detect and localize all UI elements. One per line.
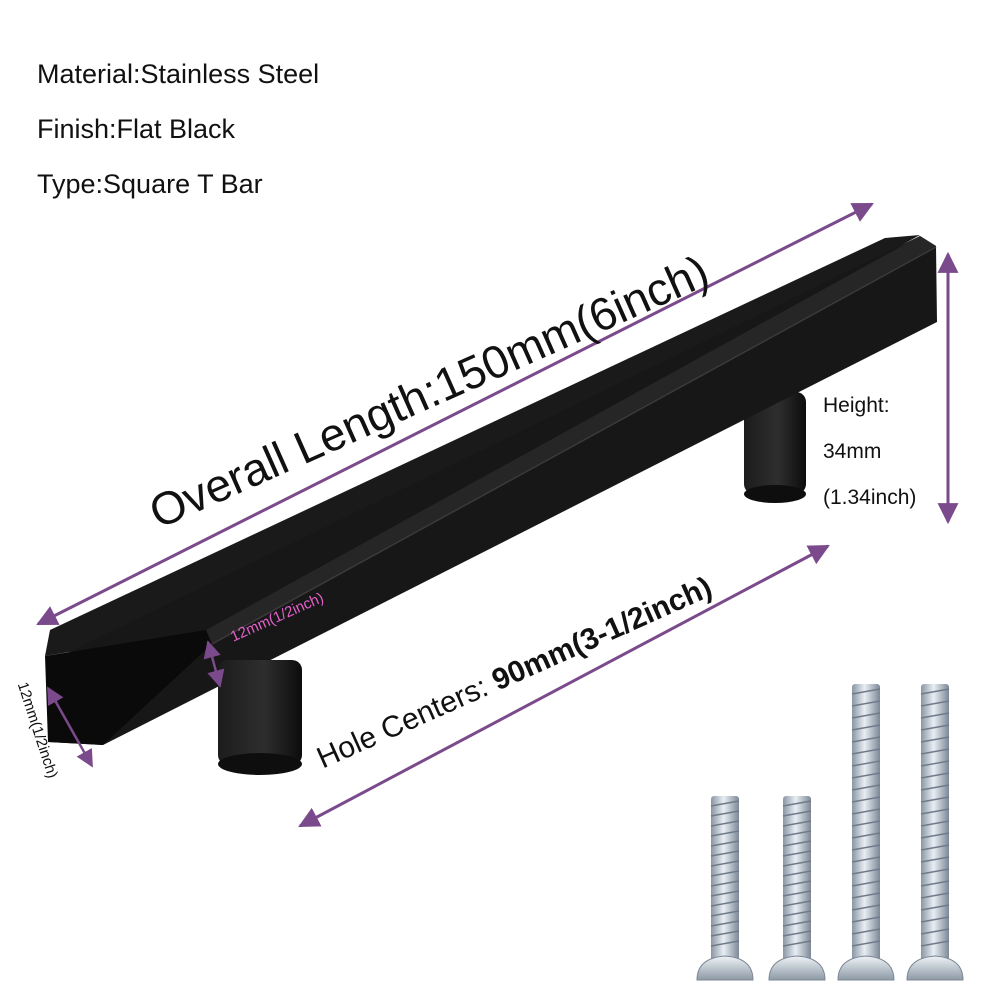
hole-centers-arrow <box>298 544 830 828</box>
side-thickness-arrow <box>46 686 94 768</box>
overall-length-arrow <box>36 202 874 626</box>
front-post <box>218 660 302 775</box>
height-label: Height: 34mm (1.34inch) <box>823 383 916 521</box>
finish-spec: Finish:Flat Black <box>37 114 236 144</box>
height-mm: 34mm <box>823 440 882 463</box>
screw-short-2 <box>768 796 826 981</box>
bar-thickness-arrow <box>203 640 225 688</box>
height-inch: (1.34inch) <box>823 486 917 509</box>
screw-long-1 <box>837 684 895 981</box>
material-spec: Material:Stainless Steel <box>37 59 320 89</box>
screw-short-1 <box>696 796 754 981</box>
screw-long-2 <box>906 684 964 981</box>
height-title: Height: <box>823 394 890 417</box>
type-spec: Type:Square T Bar <box>37 169 263 199</box>
